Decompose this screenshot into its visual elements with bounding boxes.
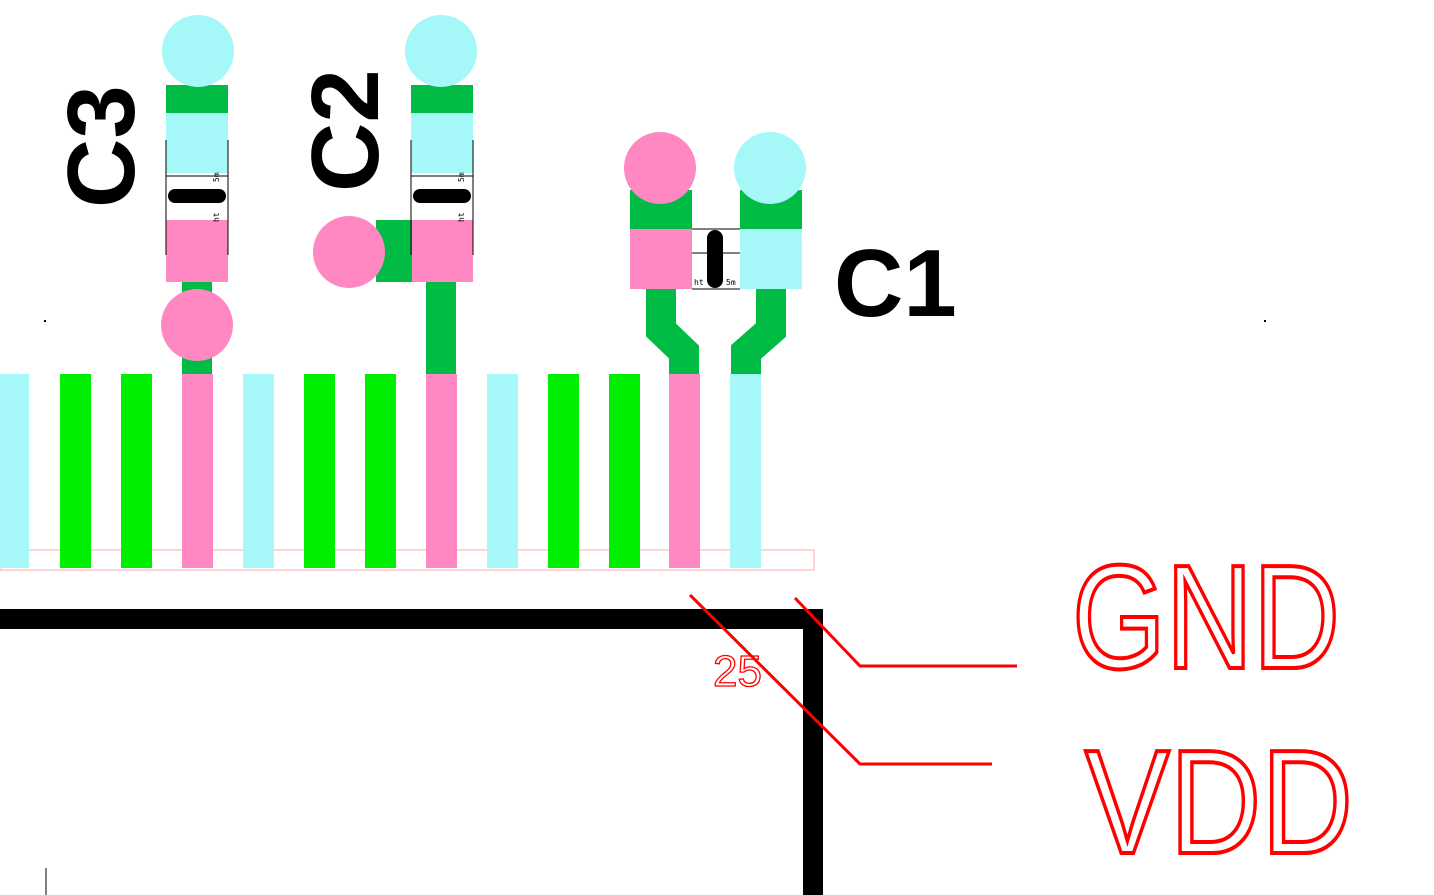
edge-pad[interactable] — [0, 374, 29, 568]
via-c2-top[interactable] — [405, 15, 477, 87]
edge-pad[interactable] — [182, 374, 213, 568]
gnd-net-label: GND — [1072, 535, 1340, 700]
gnd-leader-line — [793, 596, 1017, 668]
edge-pad[interactable] — [243, 374, 274, 568]
c2-ref-label: C2 — [292, 69, 399, 192]
via-c3-bottom[interactable] — [161, 289, 233, 361]
chip-outline — [0, 609, 823, 895]
edge-pad[interactable] — [487, 374, 518, 568]
c2-trace-top — [411, 85, 473, 113]
c2-pad-top[interactable] — [411, 113, 473, 173]
vdd-leader-line — [688, 593, 992, 766]
grid-dot — [44, 320, 46, 322]
c1-small-text: ht — [694, 278, 704, 287]
c3-small-text: ht — [212, 212, 221, 222]
vdd-net-label: VDD — [1085, 720, 1353, 885]
c2-trace-bottom — [426, 282, 456, 374]
edge-pad[interactable] — [548, 374, 579, 568]
c1-ref-label: C1 — [834, 230, 957, 337]
via-c2-side[interactable] — [313, 216, 385, 288]
c2-body-mark — [413, 189, 471, 203]
c1-small-text-2: 5m — [726, 278, 736, 287]
c1-trace-left — [646, 289, 699, 374]
c3-pad-bottom[interactable] — [166, 220, 228, 282]
edge-pad[interactable] — [609, 374, 640, 568]
via-group — [161, 15, 806, 361]
edge-pad[interactable] — [60, 374, 91, 568]
edge-pad[interactable] — [304, 374, 335, 568]
via-c1-left[interactable] — [624, 132, 696, 204]
c1-trace-right — [731, 289, 786, 374]
edge-pad[interactable] — [426, 374, 457, 568]
c1-pad-left[interactable] — [630, 229, 692, 289]
c3-body-mark — [168, 189, 226, 203]
via-c1-right[interactable] — [734, 132, 806, 204]
c3-ref-label: C3 — [48, 85, 155, 208]
edge-pad[interactable] — [121, 374, 152, 568]
pin-number: 25 — [713, 647, 762, 696]
c2-small-text-2: 5m — [457, 172, 466, 182]
pad-row-outline — [0, 549, 815, 571]
c1-pad-right[interactable] — [740, 229, 802, 289]
c2-small-text: ht — [457, 212, 466, 222]
edge-pad-row — [0, 374, 761, 568]
edge-pad[interactable] — [365, 374, 396, 568]
c3-small-text-2: 5m — [212, 172, 221, 182]
c2-pad-bottom[interactable] — [411, 220, 473, 282]
via-c3-top[interactable] — [162, 15, 234, 87]
c3-trace-top — [166, 85, 228, 113]
edge-pad[interactable] — [669, 374, 700, 568]
grid-dot — [1264, 320, 1266, 322]
capacitor-c1[interactable]: ht 5m — [630, 190, 802, 374]
c3-pad-top[interactable] — [166, 113, 228, 173]
edge-pad[interactable] — [730, 374, 761, 568]
c1-body-mark — [707, 230, 723, 288]
capacitor-c2[interactable]: ht 5m — [376, 85, 474, 374]
